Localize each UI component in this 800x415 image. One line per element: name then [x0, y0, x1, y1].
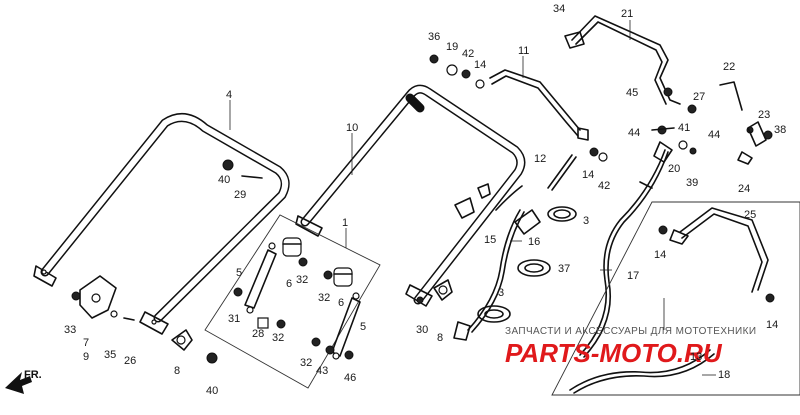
rod-12 — [547, 154, 577, 191]
part-label: 30 — [416, 324, 428, 336]
part-label: 14 — [582, 169, 594, 181]
part-label: 4 — [226, 89, 232, 101]
part-labels: 4 10 1 36 19 42 14 11 34 21 45 27 22 23 … — [64, 3, 786, 397]
part-label: 29 — [234, 189, 246, 201]
part-label: 41 — [678, 122, 690, 134]
part-label: 3 — [498, 287, 504, 299]
part-label: 22 — [723, 61, 735, 73]
part-label: 43 — [316, 365, 328, 377]
connecting-plate-upper — [244, 242, 277, 314]
part-label: 32 — [300, 357, 312, 369]
part-label: 8 — [437, 332, 443, 344]
part-label: 6 — [286, 278, 292, 290]
connecting-plate-lower — [331, 292, 361, 360]
part-label: 44 — [708, 129, 720, 141]
lower-handle-pipe — [33, 113, 290, 335]
part-label: 13 — [690, 351, 702, 363]
leader-lines — [229, 20, 716, 376]
part-label: 14 — [474, 59, 486, 71]
part-label: 32 — [296, 274, 308, 286]
part-label: 15 — [484, 234, 496, 246]
part-label: 23 — [758, 109, 770, 121]
front-direction-arrow: FR. — [5, 369, 42, 394]
upper-handle-pipe — [295, 84, 526, 307]
part-label: 32 — [318, 292, 330, 304]
part-label: 3 — [583, 215, 589, 227]
handle-collar-lower — [333, 267, 353, 287]
part-label: 20 — [668, 163, 680, 175]
part-label: 6 — [338, 297, 344, 309]
part-label: 27 — [693, 91, 705, 103]
part-label: 14 — [654, 249, 666, 261]
cable-clip-upper — [547, 206, 577, 222]
handle-collar-upper — [282, 237, 302, 257]
part-label: 19 — [446, 41, 458, 53]
part-label: 31 — [228, 313, 240, 325]
part-label: 1 — [342, 217, 348, 229]
part-label: 45 — [626, 87, 638, 99]
control-cable — [453, 185, 541, 341]
part-label: 39 — [686, 177, 698, 189]
part-label: 21 — [621, 8, 633, 20]
part-label: 26 — [124, 355, 136, 367]
part-label: 44 — [628, 127, 640, 139]
part-label: 5 — [236, 267, 242, 279]
part-label: 46 — [344, 372, 356, 384]
cable-adjuster — [651, 81, 767, 165]
control-bar — [489, 69, 589, 141]
fasteners — [71, 54, 775, 364]
part-label: 12 — [534, 153, 546, 165]
handle-knob-upper — [433, 279, 453, 301]
handle-bracket — [79, 275, 117, 319]
cable-clip-37 — [517, 259, 551, 277]
part-label: 42 — [598, 180, 610, 192]
cable-18 — [569, 349, 715, 394]
part-label: 37 — [558, 263, 570, 275]
part-label: 28 — [252, 328, 264, 340]
brake-lever — [564, 15, 681, 105]
front-direction-label: FR. — [24, 369, 42, 381]
part-label: 38 — [774, 124, 786, 136]
part-label: 8 — [174, 365, 180, 377]
part-label: 40 — [206, 385, 218, 397]
part-label: 40 — [218, 174, 230, 186]
inset-frame-2 — [551, 201, 800, 396]
handle-knob-lower — [171, 329, 193, 351]
part-label: 25 — [744, 209, 756, 221]
part-label: 10 — [346, 122, 358, 134]
part-label: 42 — [462, 48, 474, 60]
part-label: 33 — [64, 324, 76, 336]
part-label: 24 — [738, 183, 750, 195]
rod-25 — [669, 207, 769, 293]
part-label: 16 — [528, 236, 540, 248]
part-label: 34 — [553, 3, 565, 15]
cable-clip-lower — [477, 305, 511, 323]
part-label: 18 — [718, 369, 730, 381]
inset-frame-1 — [204, 214, 381, 389]
part-label: 9 — [83, 351, 89, 363]
watermark-caption: ЗАПЧАСТИ И АКСЕССУАРЫ ДЛЯ МОТОТЕХНИКИ — [505, 326, 756, 337]
part-label: 7 — [83, 337, 89, 349]
part-label: 17 — [627, 270, 639, 282]
part-label: 14 — [766, 319, 778, 331]
part-label: 11 — [518, 45, 529, 57]
part-label: 32 — [272, 332, 284, 344]
watermark-logo: PARTS-MOTO.RU — [505, 338, 723, 368]
part-label: 36 — [428, 31, 440, 43]
throttle-cable — [579, 141, 673, 358]
part-label: 5 — [360, 321, 366, 333]
part-label: 35 — [104, 349, 116, 361]
